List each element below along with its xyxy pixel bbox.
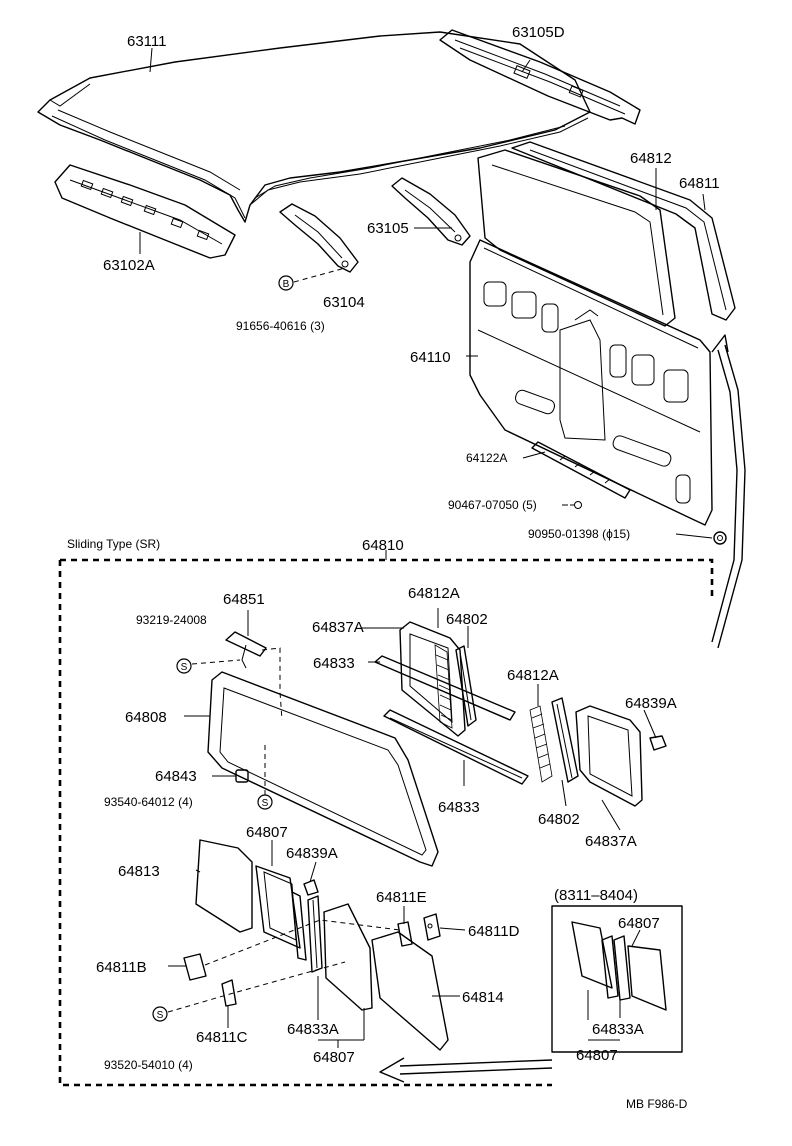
back-panel [469,239,713,526]
svg-text:S: S [262,798,269,809]
label-64833A-1: 64833A [287,1021,339,1038]
label-64807-2: 64807 [313,1049,355,1066]
label-64807-4: 64807 [576,1047,618,1064]
label-64833-2: 64833 [438,799,480,816]
label-64837A-2: 64837A [585,833,637,850]
back-panel-reinforcement [531,441,631,499]
label-64812A-2: 64812A [507,667,559,684]
label-64839A-1: 64839A [625,695,677,712]
quarter-glass-left [195,839,253,933]
clip-90467 [570,501,582,509]
side-strip-left [291,891,307,961]
bracket-64811E [397,921,413,947]
label-64811: 64811 [679,175,720,192]
latch-64839A-left [303,879,319,896]
runner-left [455,645,477,727]
label-63102A: 63102A [103,257,155,274]
roof-bow-front [279,203,359,273]
label-63111: 63111 [127,33,167,50]
label-63104: 63104 [323,294,365,311]
roof-rear-header [439,29,641,125]
label-64814: 64814 [462,989,504,1006]
label-64812: 64812 [630,150,672,167]
label-64811D: 64811D [468,923,520,940]
label-93540: 93540-64012 (4) [104,795,193,809]
label-64811B: 64811B [96,959,147,976]
block-64811B [183,953,207,981]
svg-text:S: S [157,1010,164,1021]
inset-box [551,905,683,1053]
sliding-type-frame [58,560,552,1087]
strip-64833A [307,895,323,973]
label-64802-1: 64802 [446,611,488,628]
label-64812A-1: 64812A [408,585,460,602]
svg-text:S: S [181,662,188,673]
label-90950: 90950-01398 (ϕ15) [528,527,630,541]
sliding-glass-left [434,644,453,729]
runner-right [551,697,579,783]
label-63105: 63105 [367,220,409,237]
bolt-symbol: B [278,275,294,291]
label-90467: 90467-07050 (5) [448,498,537,512]
roof-panel [37,31,591,223]
rail-lower [383,709,529,785]
svg-text:B: B [283,279,290,290]
label-64110: 64110 [410,349,451,366]
label-64813: 64813 [118,863,160,880]
label-64833A-2: 64833A [592,1021,644,1038]
label-64810: 64810 [362,537,404,554]
sliding-window-frame [207,671,439,867]
section-title: Sliding Type (SR) [67,537,160,551]
label-64802-2: 64802 [538,811,580,828]
roof-front-header [54,164,236,259]
label-64833-1: 64833 [313,655,355,672]
glass-64814 [371,931,449,1051]
roof-bow-rear [391,177,471,246]
bracket-64811D [423,913,441,941]
label-64837A-1: 64837A [312,619,364,636]
rear-window-weatherstrip [511,141,736,321]
latch-64839A-right [649,735,667,751]
sash-frame-right [575,705,643,807]
screw-symbol-3: S [152,1006,168,1022]
label-64808: 64808 [125,709,167,726]
quarter-glass-right [323,903,373,1011]
labels: 63111 63105D 64812 64811 63102A 63105 63… [67,24,720,1111]
rear-window-glass [477,149,676,327]
label-64807-1: 64807 [246,824,288,841]
label-64122A: 64122A [466,451,507,465]
sliding-glass-right [529,705,553,783]
assembly-arrow-bottom [379,1057,553,1083]
latch-64851 [225,631,267,669]
assembly-arrow-right [711,334,746,649]
label-93219: 93219-24008 [136,613,207,627]
bolt-dash-line [293,267,346,283]
leader-lines [139,47,713,1048]
label-93520: 93520-54010 (4) [104,1058,193,1072]
label-64843: 64843 [155,768,197,785]
bracket-64811C [221,979,237,1007]
screw-symbol-2: S [257,794,273,810]
footer-code: MB F986-D [626,1097,688,1111]
screw-symbol-1: S [176,658,192,674]
label-64811C: 64811C [196,1029,248,1046]
inset-title: (8311–8404) [554,887,638,904]
label-64807-3: 64807 [618,915,660,932]
label-91656: 91656-40616 (3) [236,319,325,333]
label-64811E: 64811E [376,889,427,906]
label-64839A-2: 64839A [286,845,338,862]
label-64851: 64851 [223,591,265,608]
label-63105D: 63105D [512,24,565,41]
plug-90950 [713,531,727,545]
rail-upper [374,655,516,721]
